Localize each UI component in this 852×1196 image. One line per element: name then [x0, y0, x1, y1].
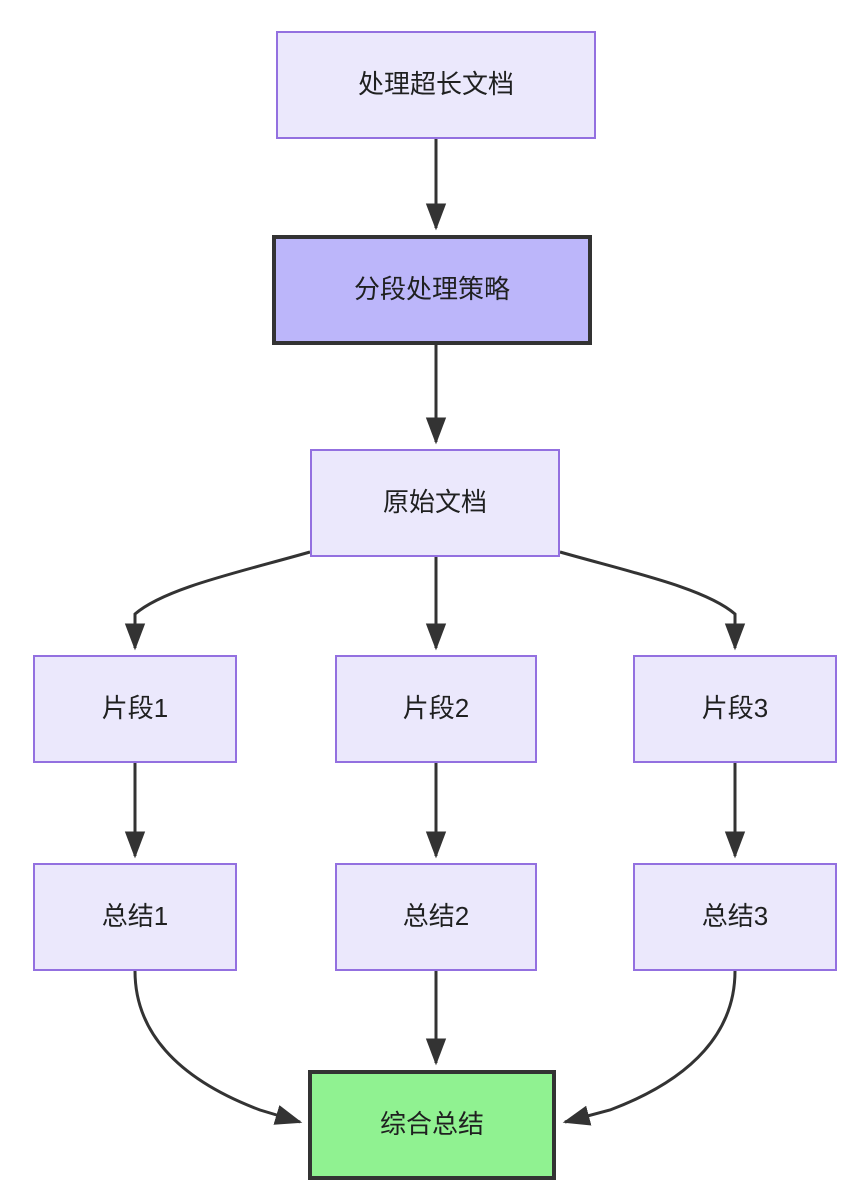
- node-n7[interactable]: 总结1: [33, 863, 237, 971]
- edge-n9-to-n10: [562, 970, 737, 1126]
- node-label: 综合总结: [379, 1109, 484, 1140]
- edge-n7-to-n10: [133, 970, 303, 1125]
- node-n2[interactable]: 分段处理策略: [272, 235, 592, 345]
- node-label: 总结2: [402, 901, 470, 932]
- node-n6[interactable]: 片段3: [633, 655, 837, 763]
- node-label: 总结3: [701, 901, 769, 932]
- node-n8[interactable]: 总结2: [335, 863, 537, 971]
- node-n10[interactable]: 综合总结: [308, 1070, 556, 1180]
- node-label: 处理超长文档: [357, 69, 514, 100]
- node-n5[interactable]: 片段2: [335, 655, 537, 763]
- edge-n3-to-n4: [124, 550, 311, 651]
- node-label: 分段处理策略: [353, 274, 510, 305]
- node-label: 原始文档: [382, 487, 487, 518]
- node-n9[interactable]: 总结3: [633, 863, 837, 971]
- edge-n3-to-n6: [559, 550, 746, 651]
- node-label: 片段3: [701, 693, 769, 724]
- node-label: 总结1: [101, 901, 169, 932]
- node-n4[interactable]: 片段1: [33, 655, 237, 763]
- node-label: 片段2: [402, 693, 470, 724]
- node-n3[interactable]: 原始文档: [310, 449, 560, 557]
- node-label: 片段1: [101, 693, 169, 724]
- node-n1[interactable]: 处理超长文档: [276, 31, 596, 139]
